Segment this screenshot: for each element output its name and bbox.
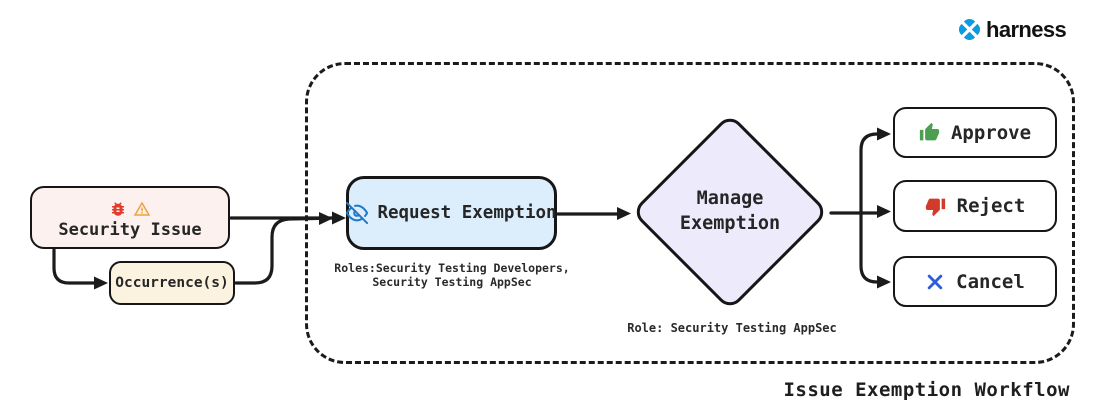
roles-caption-line1: Roles:Security Testing Developers, xyxy=(334,261,570,275)
approve-label: Approve xyxy=(950,121,1032,144)
reject-label: Reject xyxy=(956,195,1026,217)
edge-security-to-occurrence xyxy=(52,248,96,285)
request-exemption-roles-caption: Roles:Security Testing Developers, Secur… xyxy=(328,261,576,289)
thumbs-down-icon xyxy=(925,196,946,217)
cancel-label: Cancel xyxy=(956,270,1025,293)
harness-logo: harness xyxy=(956,16,1067,43)
node-occurrences: Occurrence(s) xyxy=(109,261,235,305)
node-approve: Approve xyxy=(893,107,1057,158)
manage-exemption-line1: Manage xyxy=(696,188,764,210)
security-issue-label: Security Issue xyxy=(58,219,202,240)
edge-occurrence-to-request xyxy=(234,216,321,285)
roles-caption-line2: Security Testing AppSec xyxy=(372,275,532,290)
security-issue-icons xyxy=(109,200,151,218)
workflow-boundary xyxy=(305,62,1075,364)
eye-off-icon xyxy=(346,202,369,224)
harness-logo-icon xyxy=(956,16,983,43)
node-security-issue: Security Issue xyxy=(30,186,230,249)
edge-manage-to-cancel xyxy=(859,211,880,284)
request-exemption-label: Request Exemption xyxy=(377,203,557,223)
node-cancel: Cancel xyxy=(893,256,1057,307)
manage-exemption-line2: Exemption xyxy=(679,213,781,234)
node-reject: Reject xyxy=(893,180,1057,232)
edge-manage-to-approve xyxy=(859,132,880,215)
manage-exemption-label: Manage Exemption xyxy=(630,142,830,282)
bug-icon xyxy=(109,200,127,218)
occurrences-label: Occurrence(s) xyxy=(115,275,229,291)
brand-wordmark: harness xyxy=(986,16,1067,42)
warning-icon xyxy=(133,200,151,218)
arrowheads xyxy=(94,127,891,290)
thumbs-up-icon xyxy=(919,122,940,143)
node-request-exemption: Request Exemption xyxy=(346,176,557,250)
workflow-title: Issue Exemption Workflow xyxy=(783,379,1070,401)
cancel-x-icon xyxy=(925,272,945,292)
manage-exemption-role-caption: Role: Security Testing AppSec xyxy=(627,321,837,335)
